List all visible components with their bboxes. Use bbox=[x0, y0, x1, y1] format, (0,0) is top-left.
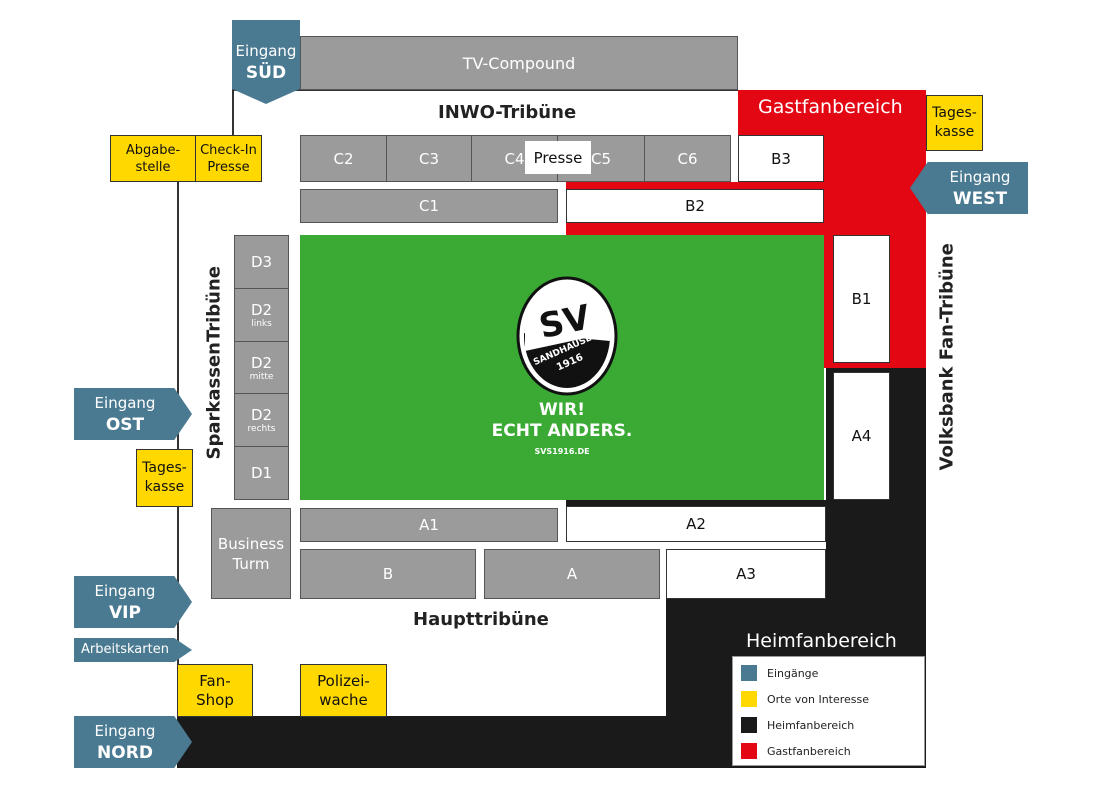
club-logo-icon: SV SANDHAUSEN 1916 bbox=[516, 276, 618, 396]
legend-label-entrances: Eingänge bbox=[767, 666, 819, 680]
legend-swatch-home bbox=[741, 717, 757, 733]
block-d2-links[interactable]: D2 links bbox=[234, 288, 289, 342]
poi-abgabestelle[interactable]: Abgabe- stelle bbox=[110, 135, 196, 182]
tribune-north-label: INWO-Tribüne bbox=[438, 102, 577, 123]
home-area-pitch-edge bbox=[566, 500, 826, 506]
block-a1[interactable]: A1 bbox=[300, 508, 558, 542]
block-b[interactable]: B bbox=[300, 549, 476, 599]
block-b3[interactable]: B3 bbox=[738, 135, 824, 182]
entrance-sued-line2: SÜD bbox=[245, 63, 287, 83]
slogan-line1: WIR! bbox=[539, 400, 585, 420]
entrance-nord[interactable]: Eingang NORD bbox=[74, 716, 192, 768]
zone-heimfan-label: Heimfanbereich bbox=[746, 630, 897, 652]
block-d2-rechts-sub: rechts bbox=[247, 424, 276, 434]
block-c1[interactable]: C1 bbox=[300, 189, 558, 223]
legend-swatch-entrances bbox=[741, 665, 757, 681]
block-d1[interactable]: D1 bbox=[234, 446, 289, 500]
block-d2-mitte-sub: mitte bbox=[249, 371, 274, 382]
entrance-sued[interactable]: Eingang SÜD bbox=[232, 20, 300, 104]
zone-gastfan-label: Gastfanbereich bbox=[758, 96, 903, 118]
entrance-west[interactable]: Eingang WEST bbox=[910, 162, 1028, 214]
tribune-south-label: Haupttribüne bbox=[413, 609, 549, 630]
poi-tageskasse-ost[interactable]: Tages- kasse bbox=[136, 449, 193, 507]
legend-entry-entrances: Eingänge bbox=[733, 660, 924, 686]
entrance-vip-line2: VIP bbox=[109, 603, 141, 623]
outline-north-left bbox=[232, 90, 234, 135]
block-d2-rechts[interactable]: D2 rechts bbox=[234, 393, 289, 447]
legend-entry-away: Gastfanbereich bbox=[733, 738, 924, 764]
block-a[interactable]: A bbox=[484, 549, 660, 599]
outline-north bbox=[232, 89, 738, 91]
legend-swatch-away bbox=[741, 743, 757, 759]
entrance-nord-line1: Eingang bbox=[94, 722, 156, 740]
entrance-west-line2: WEST bbox=[952, 189, 1008, 209]
entrance-west-line1: Eingang bbox=[949, 168, 1011, 186]
tribune-east-label: Volksbank Fan-Tribüne bbox=[936, 243, 958, 471]
legend: Eingänge Orte von Interesse Heimfanberei… bbox=[732, 656, 925, 766]
legend-label-poi: Orte von Interesse bbox=[767, 692, 870, 706]
block-d2-mitte[interactable]: D2 mitte bbox=[234, 341, 289, 394]
block-b1[interactable]: B1 bbox=[833, 235, 890, 363]
legend-label-home: Heimfanbereich bbox=[767, 718, 855, 732]
entrance-nord-line2: NORD bbox=[97, 743, 153, 763]
entrance-sued-line1: Eingang bbox=[235, 42, 297, 60]
block-d2-links-sub: links bbox=[251, 319, 272, 329]
block-a2[interactable]: A2 bbox=[566, 506, 826, 542]
slogan-line2: ECHT ANDERS. bbox=[491, 421, 633, 441]
poi-tageskasse-west[interactable]: Tages- kasse bbox=[926, 95, 983, 151]
poi-checkin-presse[interactable]: Check-In Presse bbox=[195, 135, 262, 182]
club-url: SVS1916.DE bbox=[534, 447, 590, 456]
block-a3[interactable]: A3 bbox=[666, 549, 826, 599]
entrance-ost-line2: OST bbox=[105, 415, 145, 435]
block-d2-mitte-label: D2 bbox=[250, 353, 273, 372]
block-presse[interactable]: Presse bbox=[525, 141, 591, 174]
legend-entry-home: Heimfanbereich bbox=[733, 712, 924, 738]
legend-entry-poi: Orte von Interesse bbox=[733, 686, 924, 712]
pitch: SV SANDHAUSEN 1916 WIR! ECHT ANDERS. SVS… bbox=[300, 235, 824, 500]
poi-polizeiwache[interactable]: Polizei- wache bbox=[300, 664, 387, 717]
block-d2-links-label: D2 bbox=[250, 301, 273, 319]
block-d2-rechts-label: D2 bbox=[250, 406, 273, 424]
block-a4[interactable]: A4 bbox=[833, 372, 890, 500]
legend-swatch-poi bbox=[741, 691, 757, 707]
entrance-arbeitskarten[interactable]: Arbeitskarten bbox=[74, 638, 192, 662]
tv-compound: TV-Compound bbox=[300, 36, 738, 90]
tribune-west-label: SparkassenTribüne bbox=[203, 265, 225, 460]
block-business-turm[interactable]: Business Turm bbox=[211, 508, 291, 599]
block-c2[interactable]: C2 bbox=[300, 135, 387, 182]
entrance-ost-line1: Eingang bbox=[94, 394, 156, 412]
block-b2[interactable]: B2 bbox=[566, 189, 824, 223]
entrance-arbeitskarten-label: Arbeitskarten bbox=[81, 642, 169, 657]
poi-fanshop[interactable]: Fan- Shop bbox=[177, 664, 253, 717]
entrance-vip-line1: Eingang bbox=[94, 582, 156, 600]
block-d3[interactable]: D3 bbox=[234, 235, 289, 289]
legend-label-away: Gastfanbereich bbox=[767, 744, 851, 758]
entrance-vip[interactable]: Eingang VIP bbox=[74, 576, 192, 628]
entrance-ost[interactable]: Eingang OST bbox=[74, 388, 192, 440]
block-c6[interactable]: C6 bbox=[644, 135, 731, 182]
block-c3[interactable]: C3 bbox=[386, 135, 472, 182]
